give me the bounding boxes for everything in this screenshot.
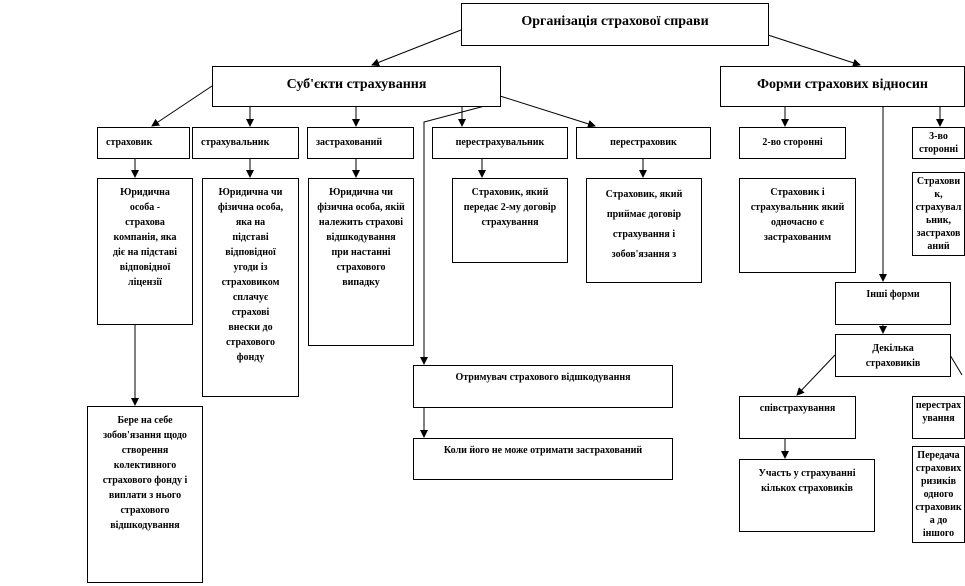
reinsurer-box: перестраховик — [576, 127, 711, 159]
reinsurance-box: перестрахування — [912, 396, 965, 439]
coinsurance-box: співстрахування — [739, 396, 856, 439]
subjects-box: Суб'єкти страхування — [212, 66, 501, 107]
reinsurer-desc: Страховик, який приймає договір страхува… — [586, 178, 702, 283]
policyholder-desc: Юридична чи фізична особа, яка на підста… — [202, 178, 299, 397]
cedent-desc: Страховик, який передає 2-му договір стр… — [452, 178, 568, 263]
three-sided-box: 3-во сторонні — [912, 127, 965, 159]
recipient-box: Отримувач страхового відшкодування — [413, 365, 673, 408]
insured-desc: Юридична чи фізична особа, якій належить… — [308, 178, 414, 346]
forms-box: Форми страхових відносин — [720, 66, 965, 107]
two-sided-desc: Страховик і страхувальник який одночасно… — [739, 178, 856, 273]
coinsurance-desc: Участь у страхуванні кількох страховиків — [739, 459, 875, 532]
other-forms-box: Інші форми — [835, 282, 951, 325]
insurer-box: страховик — [97, 127, 190, 159]
insurer-duty-box: Бере на себе зобов'язання щодо створення… — [87, 406, 203, 583]
two-sided-box: 2-во сторонні — [739, 127, 846, 159]
policyholder-box: страхувальник — [192, 127, 299, 159]
recipient-desc: Коли його не може отримати застрахований — [413, 438, 673, 480]
root-title-box: Організація страхової справи — [461, 3, 769, 46]
cedent-box: перестрахувальник — [432, 127, 568, 159]
several-insurers-box: Декілька страховиків — [835, 334, 951, 377]
insured-box: застрахований — [307, 127, 414, 159]
reinsurance-desc: Передача страхових ризиків одного страхо… — [912, 446, 965, 543]
three-sided-desc: Страховик, страхувальник, застрахований — [912, 172, 965, 256]
insurer-desc: Юридична особа - страхова компанія, яка … — [97, 178, 193, 325]
